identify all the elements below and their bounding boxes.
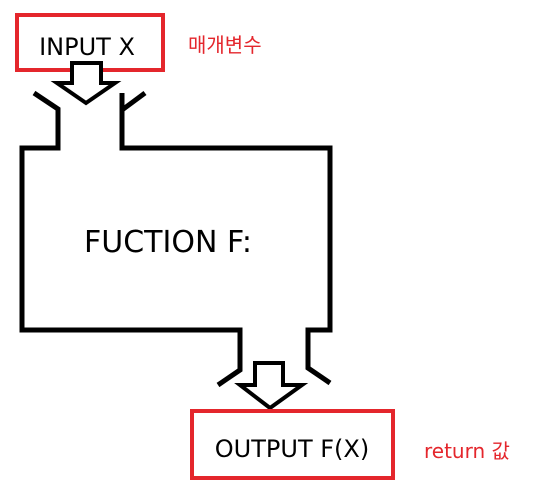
- input-label: INPUT X: [39, 33, 135, 61]
- output-arrow-icon: [234, 361, 309, 411]
- function-body: [19, 90, 333, 388]
- input-annotation: 매개변수: [188, 33, 262, 57]
- output-box-border: [190, 409, 395, 480]
- output-box: OUTPUT F(X): [190, 409, 395, 480]
- output-label: OUTPUT F(X): [215, 435, 369, 463]
- function-label: FUCTION F:: [84, 225, 252, 260]
- input-arrow-icon: [50, 61, 122, 106]
- output-annotation: return 값: [424, 439, 510, 463]
